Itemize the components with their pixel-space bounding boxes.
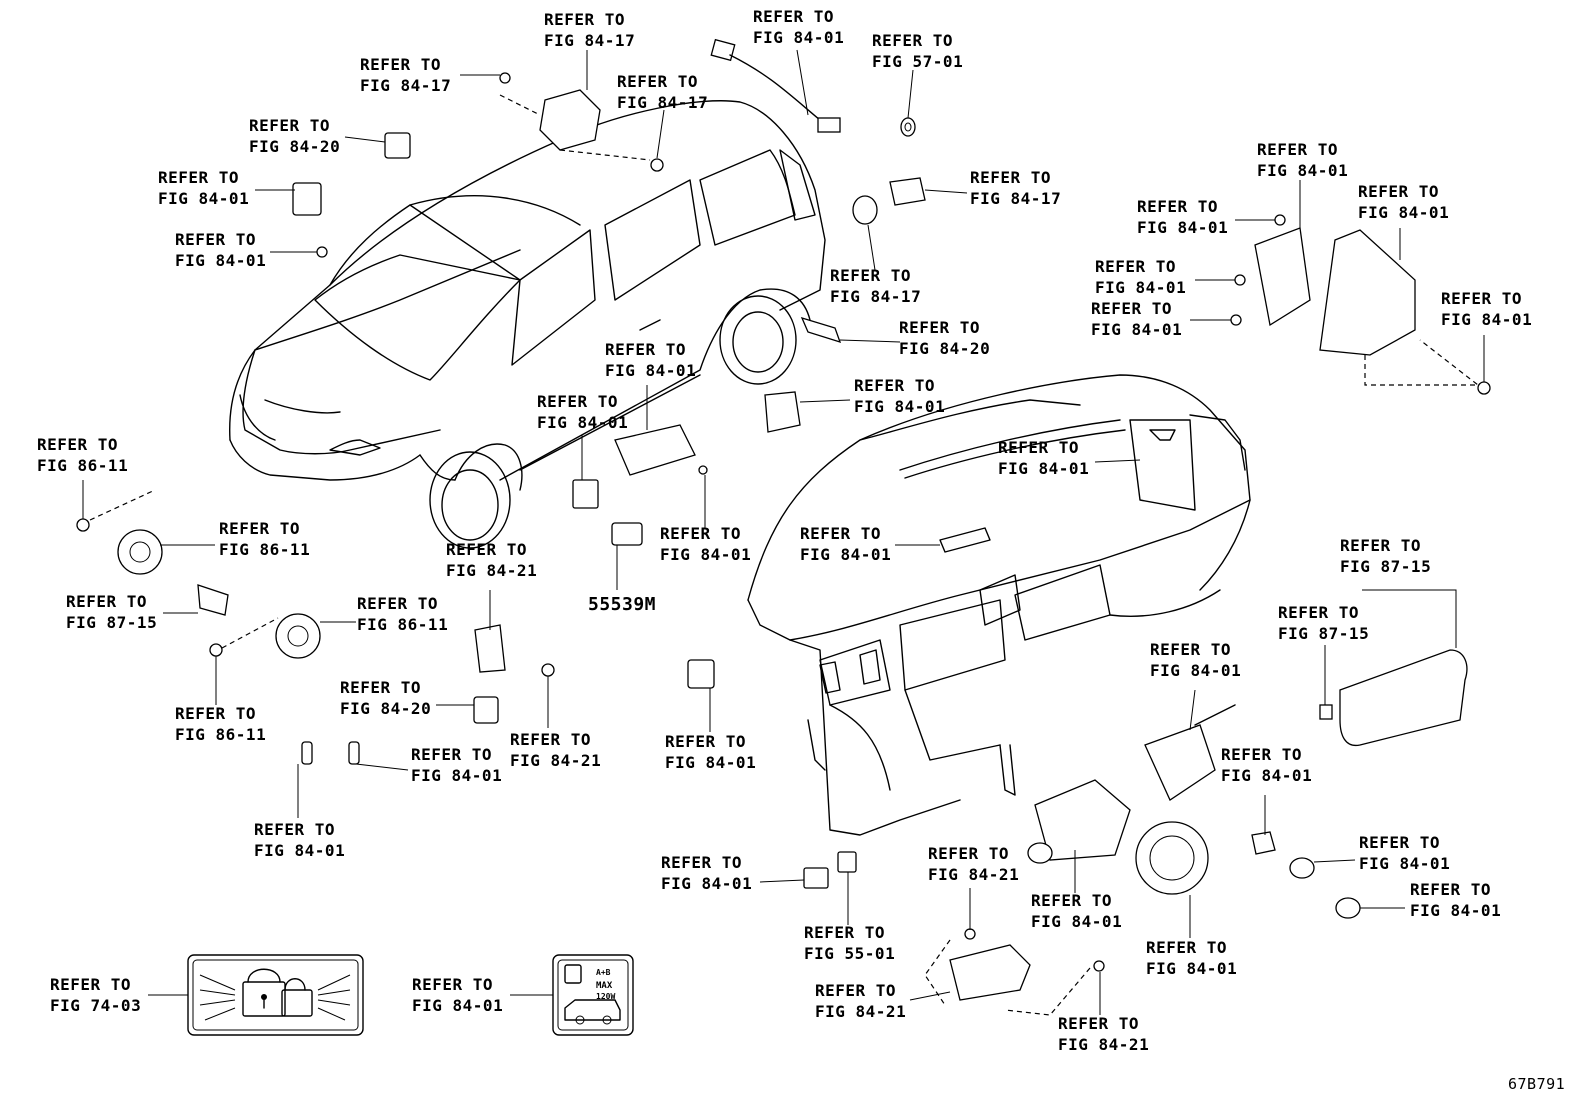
vehicle-outline — [229, 100, 826, 549]
label-amp-text: 120W — [596, 992, 615, 1001]
svg-text:A+B: A+B — [596, 968, 611, 977]
lock-warning-label — [187, 954, 364, 1036]
label-max-text: MAX — [596, 981, 613, 991]
leader-lines — [82, 49, 1485, 1015]
diagram-code: 67B791 — [1508, 1075, 1566, 1093]
part-shapes — [76, 38, 1491, 1016]
instrument-panel — [747, 374, 1251, 836]
part-number-55539m: 55539M — [588, 594, 657, 615]
accessory-outlet-label: A+B MAX 120W — [552, 954, 634, 1036]
